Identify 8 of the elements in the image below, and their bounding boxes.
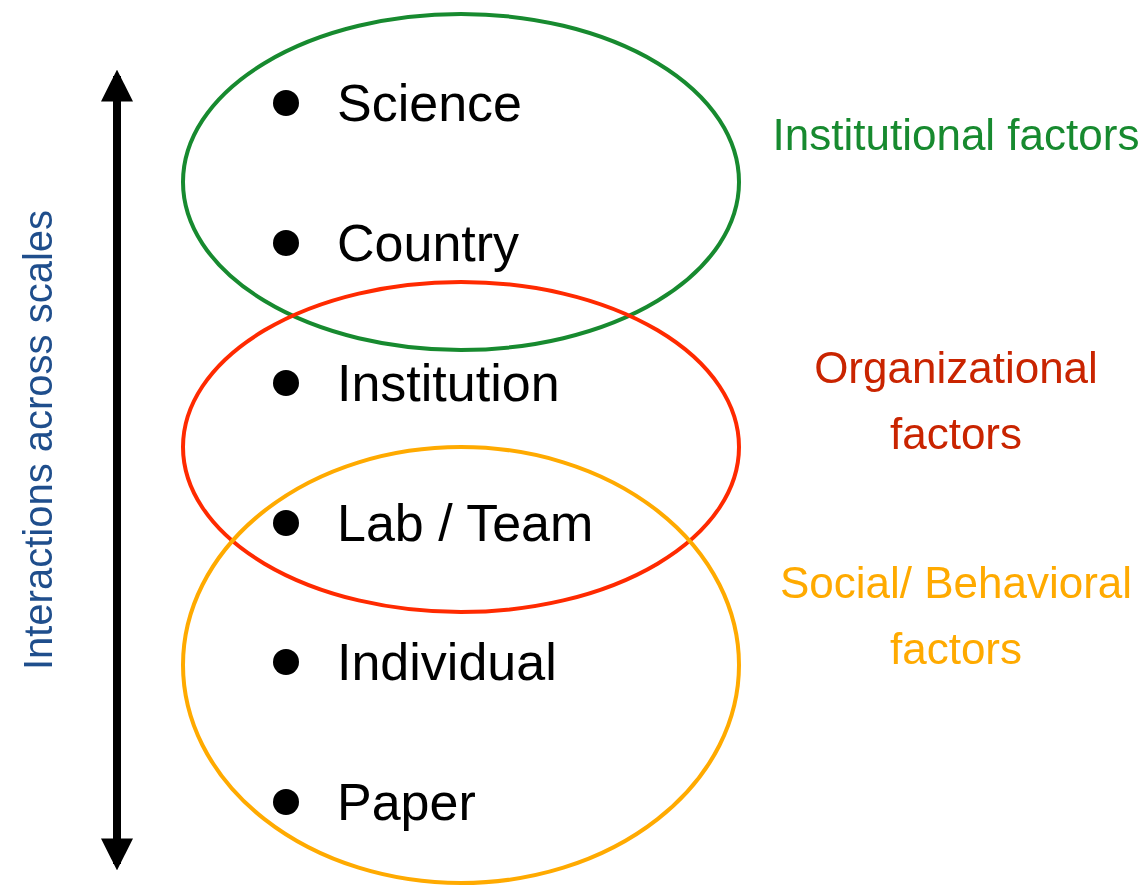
item-text: Institution <box>337 357 560 409</box>
factor-label: Social/ Behavioral factors <box>778 557 1134 675</box>
factor-label: Organizational factors <box>813 342 1099 460</box>
item-text: Lab / Team <box>337 497 594 549</box>
axis-label: Interactions across scales <box>15 209 61 671</box>
item-text: Individual <box>337 636 557 688</box>
factor-label: Institutional factors <box>772 109 1140 161</box>
item-text: Science <box>337 77 522 129</box>
